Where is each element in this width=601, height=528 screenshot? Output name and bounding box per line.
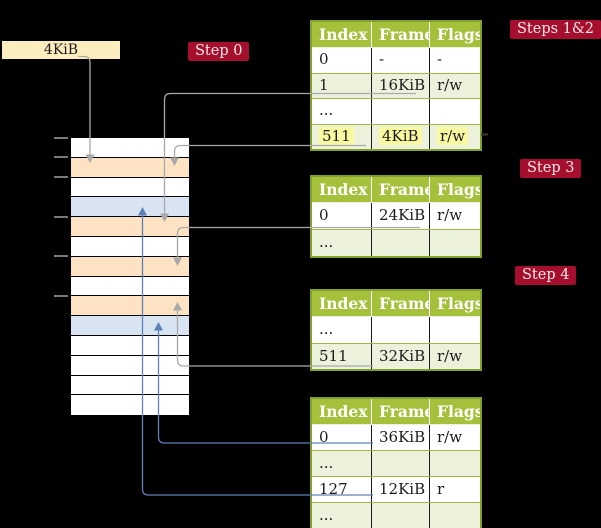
address-tick: [54, 215, 68, 218]
table-cell-frame: 32KiB: [371, 343, 429, 369]
table-cell-flags: [429, 503, 480, 528]
table-cell-frame: -: [371, 48, 429, 73]
table-cell-index: 127: [319, 480, 348, 498]
table-cell-frame: 12KiB: [371, 477, 429, 502]
table-cell-flags: -: [429, 48, 480, 73]
table-cell-index: ...: [319, 233, 334, 251]
table-cell-flags: [429, 317, 480, 343]
table-cell-frame: [371, 503, 429, 528]
table-cell-index: ...: [319, 101, 334, 119]
table-cell-index: 0: [319, 428, 329, 446]
table-cell-frame: [371, 99, 429, 124]
table-cell-frame: [371, 230, 429, 256]
header-cell-flags: Flags: [429, 399, 480, 424]
memory-frame-row-12: [71, 375, 189, 396]
table-row: ...: [312, 450, 480, 476]
table-cell-frame: 24KiB: [371, 203, 429, 229]
table1-row-511-anchor-nub: [481, 133, 488, 136]
table-cell-flags: [429, 230, 480, 256]
memory-frame-row-10: [71, 335, 189, 356]
memory-frame-row-3: [71, 197, 189, 218]
table-cell-flags: r/w: [429, 124, 480, 149]
address-tick: [54, 136, 68, 139]
address-tick: [54, 156, 68, 159]
header-cell-index: Index: [319, 294, 368, 313]
table-row: ...: [312, 502, 480, 528]
header-cell-frame: Frame: [371, 399, 429, 424]
table-cell-flags: r/w: [429, 425, 480, 450]
table-cell-frame: 16KiB: [371, 73, 429, 98]
header-cell-index: Index: [319, 180, 368, 199]
memory-frame-row-6: [71, 256, 189, 277]
header-cell-frame: Frame: [371, 22, 429, 47]
table-cell-index: 0: [319, 206, 329, 224]
root-pointer-box: 4KiB: [2, 41, 120, 59]
memory-frame-row-13: [71, 395, 189, 416]
header-cell-frame: Frame: [371, 177, 429, 202]
table-cell-flags: r/w: [429, 73, 480, 98]
table-cell-index: 511: [319, 346, 348, 365]
table-row: ...: [312, 229, 480, 256]
table-row: ...: [312, 316, 480, 343]
address-tick: [54, 294, 68, 297]
table-cell-flags: [429, 99, 480, 124]
header-cell-index: Index: [319, 25, 368, 44]
header-cell-index: Index: [319, 402, 368, 421]
header-cell-flags: Flags: [429, 22, 480, 47]
step-3-label: Step 3: [520, 159, 582, 178]
header-cell-frame: Frame: [371, 291, 429, 316]
table-cell-index: 1: [319, 75, 329, 94]
header-cell-flags: Flags: [429, 177, 480, 202]
table-cell-frame: [371, 451, 429, 476]
memory-frame-row-4: [71, 217, 189, 237]
memory-frame-row-7: [71, 276, 189, 297]
table-cell-index: 0: [319, 50, 329, 68]
header-cell-flags: Flags: [429, 291, 480, 316]
table-cell-flags: r: [429, 477, 480, 502]
table-cell-index: ...: [319, 506, 334, 524]
memory-column: [70, 137, 190, 417]
memory-frame-row-8: [71, 296, 189, 317]
memory-frame-row-5: [71, 236, 189, 257]
table-cell-flags: r/w: [429, 343, 480, 369]
steps-1-2-label: Steps 1&2: [510, 20, 601, 39]
table-cell-index: ...: [319, 320, 334, 338]
step-4-label: Step 4: [515, 266, 577, 285]
table-cell-index: 511: [312, 125, 371, 150]
step-0-label: Step 0: [188, 42, 250, 61]
memory-frame-row-1: [71, 157, 189, 178]
table-row: 0 --: [312, 47, 480, 73]
table-row: ...: [312, 98, 480, 124]
memory-frame-row-11: [71, 355, 189, 376]
table-cell-frame: 4KiB: [371, 124, 429, 149]
address-tick: [54, 176, 68, 179]
table-cell-flags: [429, 451, 480, 476]
table-cell-index: ...: [319, 454, 334, 472]
memory-frame-row-2: [71, 177, 189, 198]
memory-frame-row-0: [71, 138, 189, 158]
table-cell-frame: [371, 317, 429, 343]
table-cell-flags: r/w: [429, 203, 480, 229]
memory-frame-row-9: [71, 316, 189, 336]
address-tick: [54, 255, 68, 258]
table-cell-frame: 36KiB: [371, 425, 429, 450]
